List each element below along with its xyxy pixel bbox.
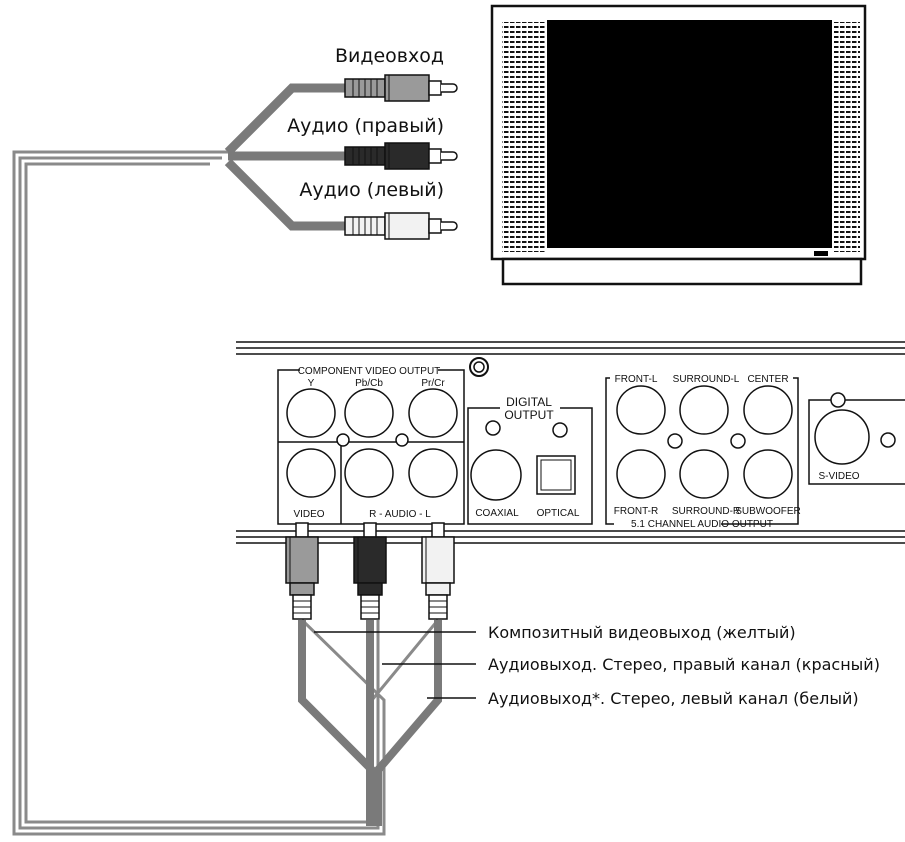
front-l-label: FRONT-L [615,374,658,385]
audio-left-input-label: Аудио (левый) [299,179,444,201]
tv-power-led [814,251,828,256]
audio-right-input-label: Аудио (правый) [287,115,444,137]
audio-right-callout: Аудиовыход. Стерео, правый канал (красны… [488,655,880,674]
tv-cables [224,83,345,231]
tv-screen [547,20,832,248]
pb-cb-jack [344,388,394,438]
audio-left-callout: Аудиовыход*. Стерео, левый канал (белый) [488,689,859,708]
composite-callout: Композитный видеовыход (желтый) [488,623,796,642]
pb-cb-jack-label: Pb/Cb [355,378,383,389]
audio-right-input-plug [344,142,458,170]
video-input-plug [344,74,458,102]
y-jack-label: Y [308,378,315,389]
pr-cr-jack [408,388,458,438]
tv-stand [501,257,863,286]
audio-left-plug [421,522,455,620]
surround-r-label: SURROUND-R [672,506,740,517]
dvd-rear-panel: COMPONENT VIDEO OUTPUT Y Pb/Cb Pr/Cr VID… [236,341,905,544]
front-l-jack [616,385,666,435]
audio-left-jack [408,448,458,498]
coaxial-jack [470,449,522,501]
surround-l-label: SURROUND-L [673,374,740,385]
video-jack-label: VIDEO [293,509,324,520]
subwoofer-label: SUBWOOFER [735,506,801,517]
optical-label: OPTICAL [537,508,580,519]
video-input-label: Видеовход [335,45,444,67]
tv-speaker-grille-left [502,22,546,252]
subwoofer-jack [743,449,793,499]
center-jack [743,385,793,435]
television [490,4,867,286]
panel-cables [298,620,442,826]
audio-jack-label: R - AUDIO - L [369,509,431,520]
surround-r-jack [679,449,729,499]
s-video-jack [814,409,870,465]
tv-speaker-grille-right [834,22,860,252]
front-r-label: FRONT-R [614,506,658,517]
channel-output-label: 5.1 CHANNEL AUDIO OUTPUT [631,519,773,530]
composite-video-plug [285,522,319,620]
optical-jack [536,455,576,495]
digital-output-title-line2: OUTPUT [504,408,554,422]
audio-right-plug [353,522,387,620]
component-video-title: COMPONENT VIDEO OUTPUT [298,366,441,377]
pr-cr-jack-label: Pr/Cr [421,378,445,389]
y-jack [286,388,336,438]
s-video-label: S-VIDEO [818,471,859,482]
composite-video-jack [286,448,336,498]
front-r-jack [616,449,666,499]
callouts: Композитный видеовыход (желтый) Аудиовых… [314,623,880,708]
surround-l-jack [679,385,729,435]
digital-output-title-line1: DIGITAL [506,395,552,409]
audio-right-jack [344,448,394,498]
coaxial-label: COAXIAL [475,508,519,519]
audio-left-input-plug [344,212,458,240]
center-label: CENTER [747,374,788,385]
